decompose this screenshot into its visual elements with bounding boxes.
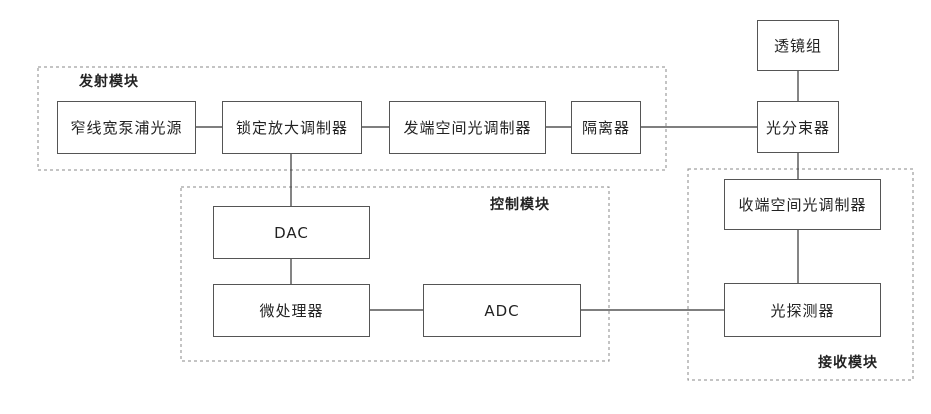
photodetector-box: 光探测器 — [724, 283, 881, 337]
microprocessor-box: 微处理器 — [213, 284, 370, 337]
adc-box: ADC — [423, 284, 581, 337]
control-module-label: 控制模块 — [490, 194, 550, 214]
rx-slm-box: 收端空间光调制器 — [724, 179, 881, 230]
isolator-box: 隔离器 — [571, 101, 641, 154]
lockin-modulator-box: 锁定放大调制器 — [222, 101, 362, 154]
dac-box: DAC — [213, 206, 370, 259]
transmit-module-label: 发射模块 — [79, 71, 139, 91]
receive-module-label: 接收模块 — [818, 352, 878, 372]
pump-source-box: 窄线宽泵浦光源 — [57, 101, 196, 154]
beam-splitter-box: 光分束器 — [757, 101, 839, 153]
tx-slm-box: 发端空间光调制器 — [389, 101, 546, 154]
lens-group-box: 透镜组 — [757, 20, 839, 71]
